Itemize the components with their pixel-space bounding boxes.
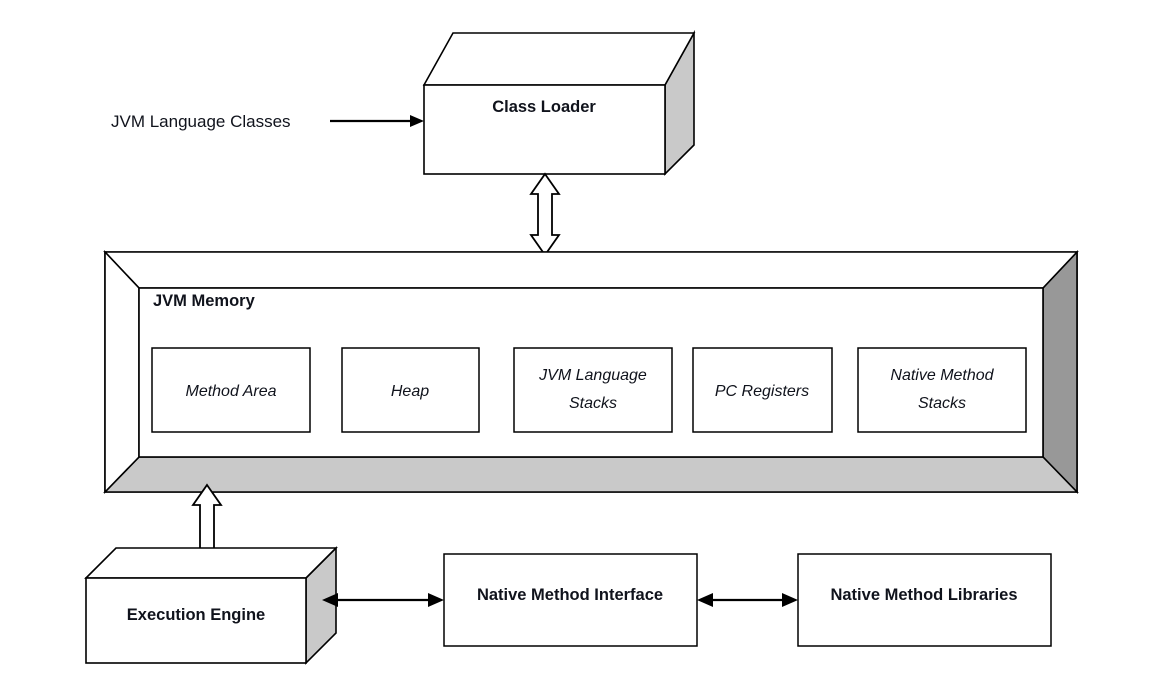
native-method-libraries-label: Native Method Libraries (830, 586, 1017, 604)
native-method-interface-box: Native Method Interface (443, 553, 698, 647)
arrow-head-right (428, 593, 444, 607)
region-label-line2: Stacks (569, 395, 617, 412)
class-loader-to-jvm-memory-arrow (529, 172, 561, 257)
jvm-memory-top-face (103, 251, 1079, 289)
jvm-memory-left-face (104, 249, 140, 494)
native-method-interface-rect (443, 553, 698, 647)
region-label-line1: JVM Language (538, 367, 647, 384)
jvm-memory-region-native-method-stacks: Native Method Stacks (857, 347, 1027, 433)
arrow-head-left (697, 593, 713, 607)
jvm-memory-bottom-face (103, 456, 1079, 493)
execution-engine-label: Execution Engine (127, 606, 265, 624)
jvm-language-classes-label: JVM Language Classes (111, 112, 291, 131)
jvm-memory-right-face (1042, 249, 1078, 494)
jvm-language-classes-input: JVM Language Classes (111, 112, 424, 131)
jvm-memory-region-jvm-language-stacks: JVM Language Stacks (513, 347, 673, 433)
region-label: Method Area (185, 383, 276, 400)
jvm-memory-region-method-area: Method Area (151, 347, 311, 433)
jvm-memory-label: JVM Memory (153, 292, 256, 310)
jvm-memory-container: JVM Memory Method Area Heap JVM Language… (103, 249, 1079, 494)
classes-to-class-loader-arrow (330, 115, 424, 127)
execution-engine-top-face (84, 547, 338, 579)
native-method-interface-to-libraries-arrow (697, 593, 798, 607)
execution-engine-box: Execution Engine (84, 546, 338, 665)
class-loader-front-face (423, 84, 666, 175)
execution-engine-front-face (85, 577, 307, 664)
region-label: Heap (391, 383, 429, 400)
native-method-libraries-box: Native Method Libraries (797, 553, 1052, 647)
region-label: PC Registers (715, 383, 809, 400)
execution-engine-to-native-method-interface-arrow (322, 593, 444, 607)
region-label-line2: Stacks (918, 395, 966, 412)
jvm-memory-region-heap: Heap (341, 347, 480, 433)
arrow-head-left (322, 593, 338, 607)
class-loader-top-face (422, 32, 696, 86)
class-loader-label: Class Loader (492, 98, 596, 116)
class-loader-box: Class Loader (422, 29, 696, 176)
native-method-libraries-rect (797, 553, 1052, 647)
arrow-head-right (410, 115, 424, 127)
native-method-interface-label: Native Method Interface (477, 586, 663, 604)
region-label-line1: Native Method (890, 367, 994, 384)
arrow-head-right (782, 593, 798, 607)
jvm-memory-region-pc-registers: PC Registers (692, 347, 833, 433)
